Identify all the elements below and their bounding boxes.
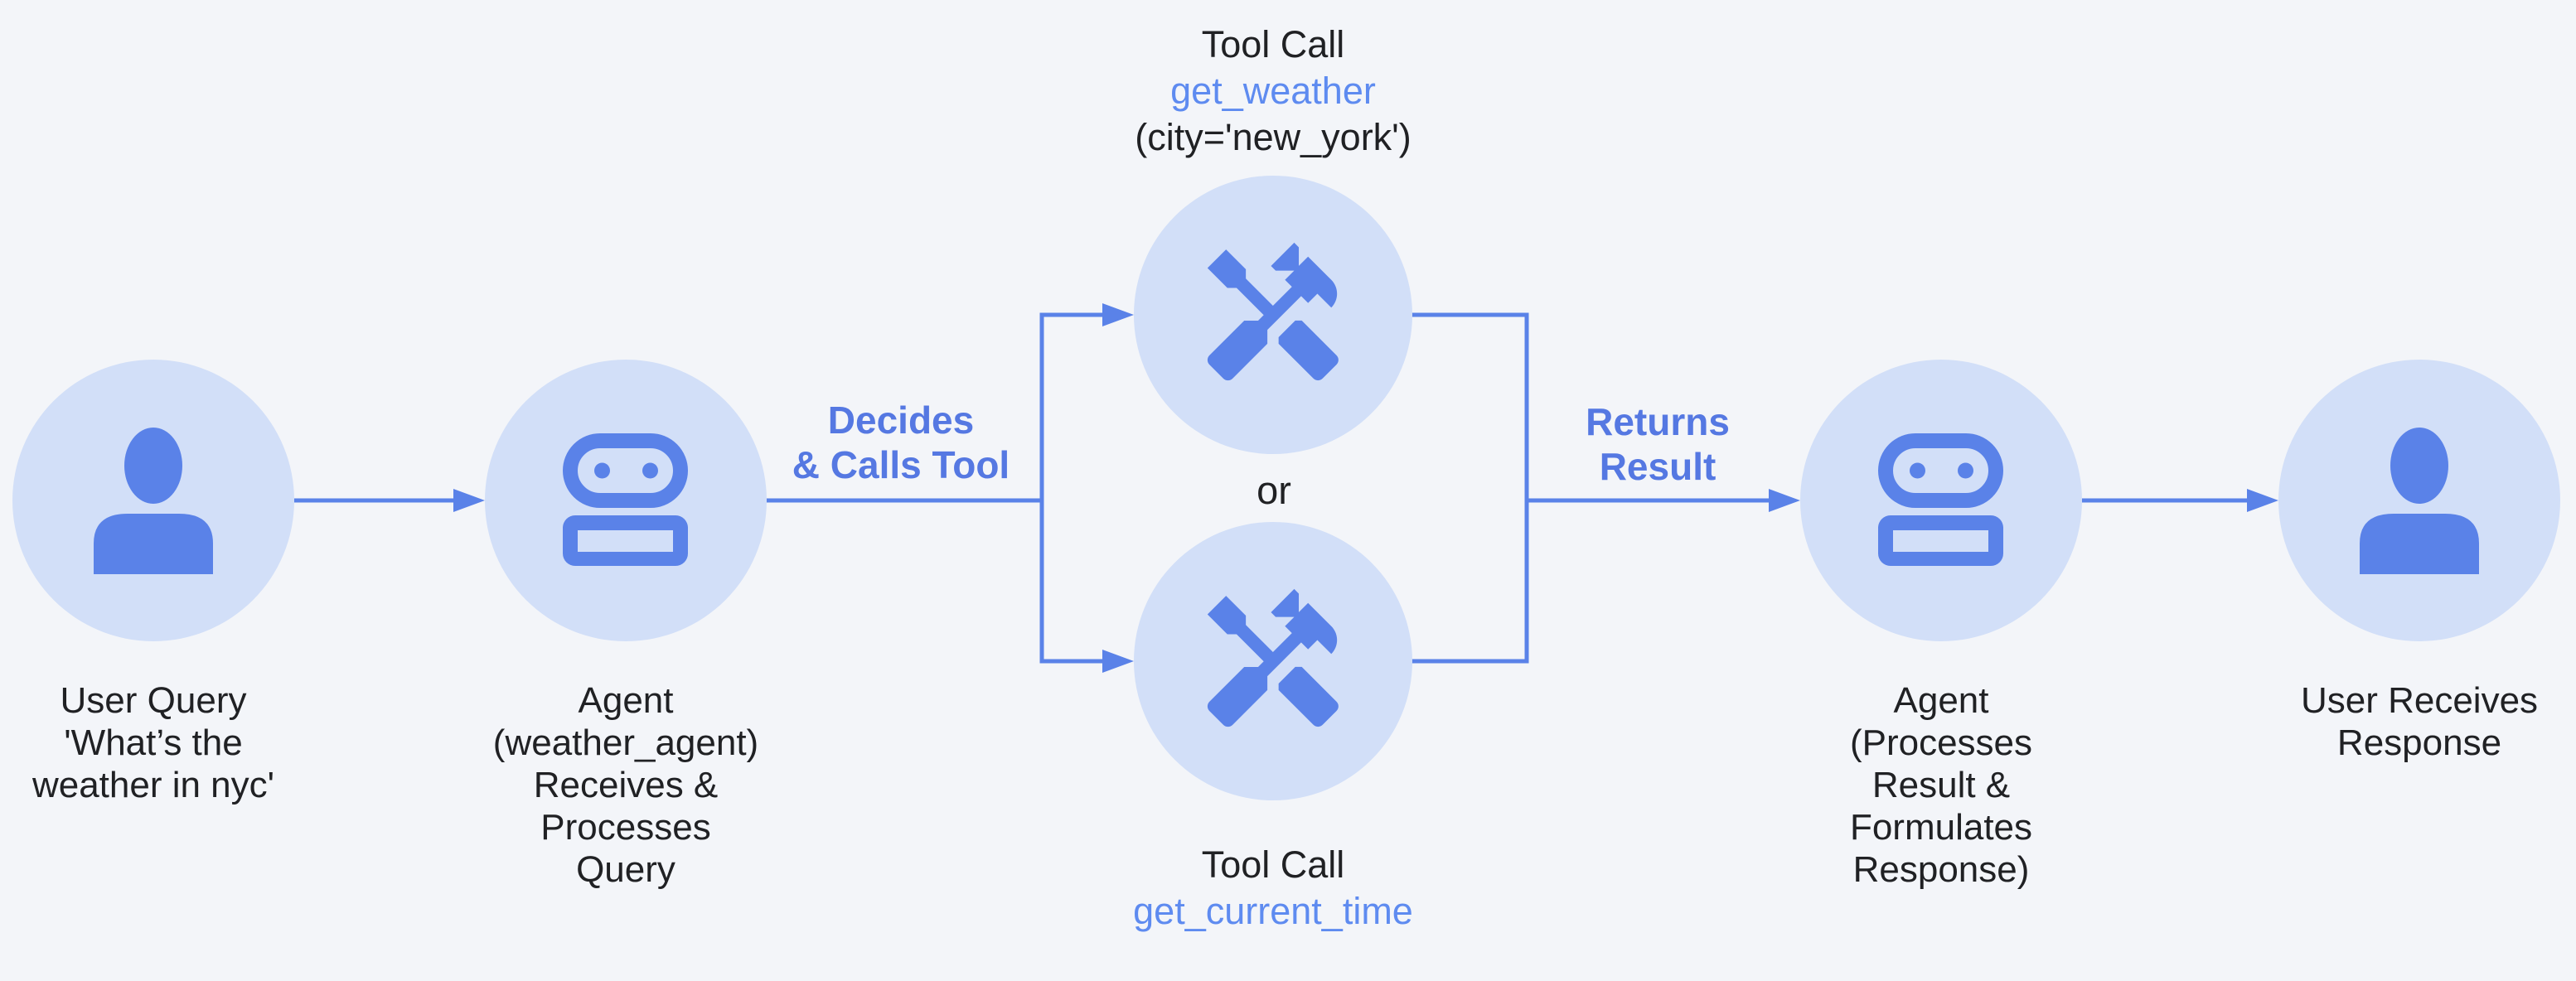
tools-icon [1207, 588, 1339, 727]
tool-call-title: Tool Call [1201, 843, 1345, 886]
node-user-response [2278, 360, 2560, 641]
node-agent-receives [485, 360, 767, 641]
person-icon [2360, 428, 2479, 574]
tool-bottom-label: Tool Call get_current_time [1133, 842, 1413, 935]
arrow-agent-to-branch [767, 303, 1134, 673]
tool-name: get_current_time [1133, 890, 1413, 932]
node-tool-get-weather [1134, 176, 1412, 454]
tool-name: get_weather [1170, 70, 1376, 112]
decides-calls-tool-label: Decides & Calls Tool [792, 399, 1010, 486]
tool-top-label: Tool Call get_weather (city='new_york') [1135, 22, 1411, 161]
tool-call-title: Tool Call [1201, 23, 1345, 65]
tool-args: (city='new_york') [1135, 116, 1411, 158]
returns-result-label: Returns Result [1586, 400, 1730, 488]
person-icon [94, 428, 213, 574]
arrow-tools-to-agent [1411, 312, 1800, 664]
user-response-label: User Receives Response [2300, 680, 2539, 763]
or-label: or [1257, 468, 1291, 512]
node-tool-get-current-time [1134, 522, 1412, 800]
node-agent-responds [1800, 360, 2082, 641]
tools-icon [1207, 242, 1339, 381]
agent-responds-label: Agent (Processes Result & Formulates Res… [1849, 680, 2033, 890]
user-query-label: User Query 'What’s the weather in nyc' [31, 680, 275, 805]
node-user-query [12, 360, 294, 641]
agent-receives-label: Agent (weather_agent) Receives & Process… [492, 680, 759, 890]
arrow-user-to-agent [294, 489, 485, 512]
arrow-agent-to-user [2082, 489, 2278, 512]
robot-icon [563, 433, 688, 566]
robot-icon [1878, 433, 2003, 566]
